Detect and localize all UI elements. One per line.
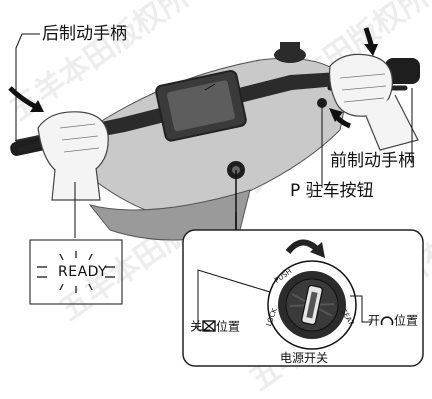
- rear-brake-label: 后制动手柄: [42, 24, 127, 44]
- power-switch-label: 电源开关: [280, 351, 329, 365]
- on-position-label: 开位置: [368, 314, 418, 328]
- scooter-illustration: [8, 27, 424, 367]
- off-position-text: 关: [190, 319, 203, 334]
- off-position-suffix: 位置: [216, 319, 241, 334]
- on-arc-icon: [380, 314, 394, 328]
- lock-x-icon: [202, 320, 216, 334]
- park-button-label: P 驻车按钮: [290, 181, 374, 201]
- manual-figure: 五羊本田版权所有 五羊本田版权所有 五羊本田版权所有 五羊本田版权所有: [4, 0, 432, 398]
- ready-indicator: READY: [58, 264, 108, 280]
- front-brake-label: 前制动手柄: [330, 151, 415, 171]
- on-position-suffix: 位置: [394, 313, 419, 328]
- off-position-label: 关位置: [190, 320, 240, 334]
- on-position-text: 开: [368, 313, 381, 328]
